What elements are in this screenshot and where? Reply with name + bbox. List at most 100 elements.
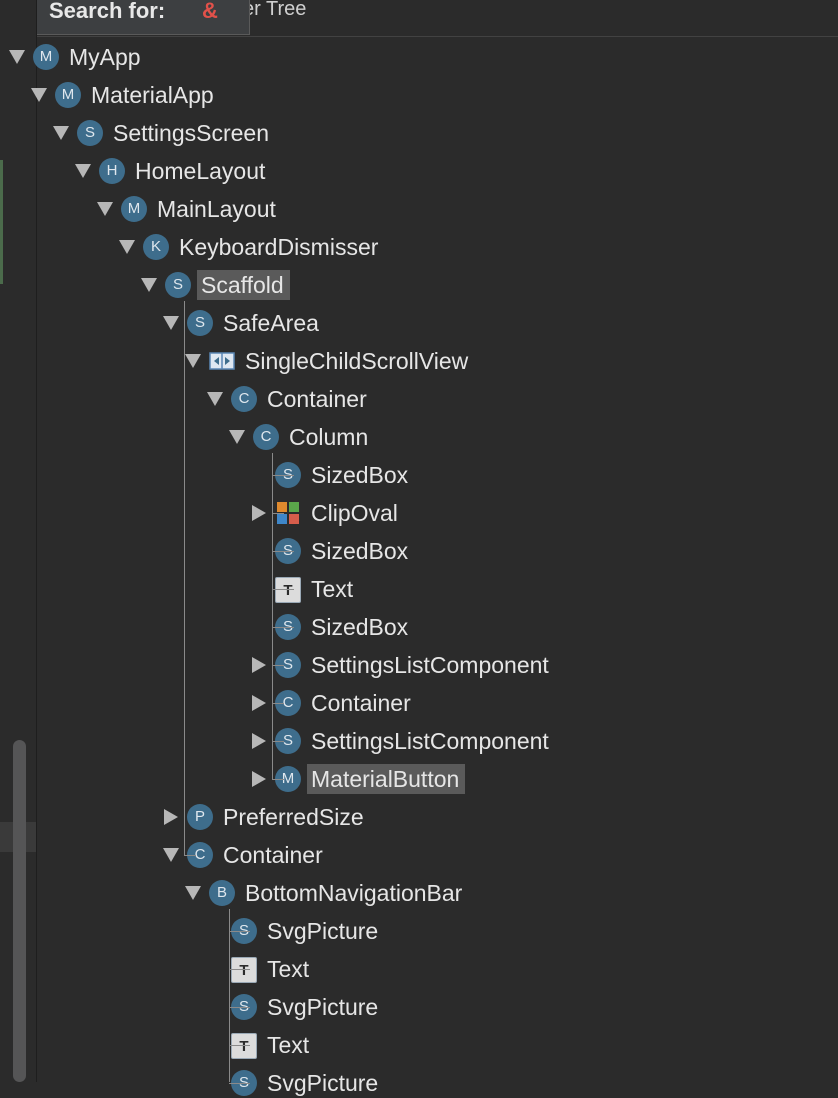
expand-arrow-icon[interactable]: [75, 164, 91, 178]
tree-toggle[interactable]: [96, 194, 114, 224]
tree-node-label: HomeLayout: [135, 158, 266, 184]
tree-toggle[interactable]: [162, 308, 180, 338]
tree-connector: [229, 969, 250, 970]
tree-toggle[interactable]: [184, 878, 202, 908]
widget-circle-icon: K: [143, 234, 169, 260]
tree-toggle[interactable]: [140, 270, 158, 300]
tree-node-label: Scaffold: [197, 270, 290, 300]
tree-row-sizedbox[interactable]: SSizedBox: [37, 460, 838, 490]
tree-toggle[interactable]: [250, 726, 268, 756]
text-widget-icon: T: [231, 957, 257, 983]
tree-node-label: SvgPicture: [267, 1070, 379, 1096]
tree-row-svgpicture[interactable]: SSvgPicture: [37, 1068, 838, 1098]
expand-arrow-icon[interactable]: [31, 88, 47, 102]
tree-toggle[interactable]: [118, 232, 136, 262]
expand-arrow-icon[interactable]: [163, 848, 179, 862]
expand-arrow-icon[interactable]: [207, 392, 223, 406]
tree-toggle[interactable]: [30, 80, 48, 110]
tree-connector: [272, 665, 284, 666]
tree-node-label: MyApp: [69, 44, 141, 70]
text-widget-icon: T: [231, 1033, 257, 1059]
tree-node-label: SingleChildScrollView: [245, 348, 469, 374]
expand-arrow-icon[interactable]: [119, 240, 135, 254]
tree-toggle[interactable]: [228, 422, 246, 452]
tree-node-label: SizedBox: [311, 462, 409, 488]
collapse-arrow-icon[interactable]: [252, 733, 266, 749]
tree-toggle[interactable]: [184, 346, 202, 376]
tree-toggle: [250, 612, 268, 642]
tree-row-myapp[interactable]: M MyApp: [9, 42, 838, 72]
tree-toggle[interactable]: [250, 498, 268, 528]
collapse-arrow-icon[interactable]: [252, 505, 266, 521]
collapse-arrow-icon[interactable]: [252, 771, 266, 787]
expand-arrow-icon[interactable]: [229, 430, 245, 444]
expand-arrow-icon[interactable]: [53, 126, 69, 140]
tree-toggle[interactable]: [8, 42, 26, 72]
tree-toggle[interactable]: [74, 156, 92, 186]
widget-circle-icon: B: [209, 880, 235, 906]
collapse-arrow-icon[interactable]: [252, 695, 266, 711]
tree-row-homelayout[interactable]: H HomeLayout: [37, 156, 838, 186]
search-popup[interactable]: Search for: &: [37, 0, 250, 35]
tree-toggle: [250, 536, 268, 566]
tree-row-svgpicture[interactable]: SSvgPicture: [37, 992, 838, 1022]
tree-toggle[interactable]: [52, 118, 70, 148]
tree-row-svgpicture[interactable]: SSvgPicture: [37, 916, 838, 946]
tree-connector: [229, 909, 230, 1082]
collapse-arrow-icon[interactable]: [252, 657, 266, 673]
tree-toggle[interactable]: [162, 802, 180, 832]
tree-connector: [229, 1007, 250, 1008]
tree-node-label: SettingsListComponent: [311, 652, 549, 678]
widget-circle-icon: M: [275, 766, 301, 792]
tree-connector: [272, 627, 294, 628]
tree-connector: [272, 703, 284, 704]
tree-toggle[interactable]: [206, 384, 224, 414]
tree-node-label: KeyboardDismisser: [179, 234, 379, 260]
text-widget-icon: T: [275, 577, 301, 603]
widget-circle-icon: C: [253, 424, 279, 450]
tree-toggle[interactable]: [250, 650, 268, 680]
clip-widget-icon: [275, 500, 301, 526]
tree-row-singlechildscrollview[interactable]: SingleChildScrollView: [37, 346, 838, 376]
tree-row-sizedbox[interactable]: SSizedBox: [37, 536, 838, 566]
tree-node-label: BottomNavigationBar: [245, 880, 463, 906]
tree-toggle[interactable]: [250, 764, 268, 794]
widget-circle-icon: H: [99, 158, 125, 184]
tree-row-clipoval[interactable]: ClipOval: [37, 498, 838, 528]
expand-arrow-icon[interactable]: [185, 886, 201, 900]
tree-row-sizedbox[interactable]: SSizedBox: [37, 612, 838, 642]
tree-row-keyboarddismisser[interactable]: K KeyboardDismisser: [37, 232, 838, 262]
expand-arrow-icon[interactable]: [97, 202, 113, 216]
widget-circle-icon: M: [33, 44, 59, 70]
scrollbar-thumb[interactable]: [13, 740, 26, 1082]
widget-circle-icon: M: [55, 82, 81, 108]
search-input[interactable]: &: [202, 0, 218, 23]
collapse-arrow-icon[interactable]: [164, 809, 178, 825]
tree-connector: [272, 741, 284, 742]
expand-arrow-icon[interactable]: [9, 50, 25, 64]
widget-circle-icon: S: [77, 120, 103, 146]
tree-row-bottomnavigationbar[interactable]: B BottomNavigationBar: [37, 878, 838, 908]
tree-toggle[interactable]: [250, 688, 268, 718]
expand-arrow-icon[interactable]: [163, 316, 179, 330]
expand-arrow-icon[interactable]: [185, 354, 201, 368]
tree-toggle: [250, 460, 268, 490]
tree-toggle[interactable]: [162, 840, 180, 870]
expand-arrow-icon[interactable]: [141, 278, 157, 292]
